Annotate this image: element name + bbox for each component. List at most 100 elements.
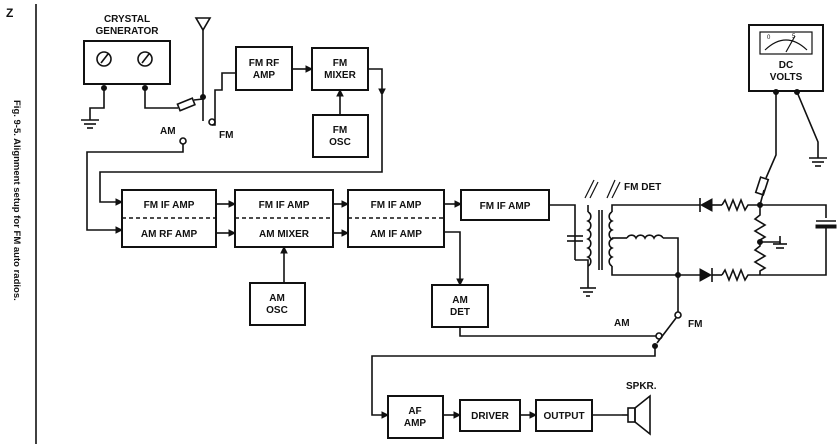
arrow-icon <box>341 229 350 237</box>
meter-resistor-icon <box>754 176 770 196</box>
fm-osc-label-1: FM <box>333 125 347 136</box>
am-osc-label-1: AM <box>269 293 285 304</box>
fm-if-amp-2-label: FM IF AMP <box>259 200 310 211</box>
speaker-icon <box>627 394 651 436</box>
arrow-icon <box>454 200 463 208</box>
detector-bottom-output <box>760 228 827 276</box>
fm-mixer-label-2: MIXER <box>324 70 356 81</box>
arrow-icon <box>381 411 390 419</box>
crystal-generator-label-2: GENERATOR <box>96 26 160 37</box>
capacitor-icon <box>567 235 583 242</box>
detector-upper-line <box>611 204 700 212</box>
am-osc-label-2: OSC <box>266 305 288 316</box>
ground-icon <box>580 287 596 297</box>
ground-icon <box>81 119 99 129</box>
fm-osc-label-2: OSC <box>329 137 351 148</box>
am-det-output-line <box>459 327 656 337</box>
ground-icon <box>773 243 787 249</box>
load-resistor-top-icon <box>753 205 767 242</box>
choke-to-lower <box>663 237 679 275</box>
crystal-generator-box <box>83 40 171 85</box>
fm-osc-box <box>312 114 369 158</box>
output-label: OUTPUT <box>543 411 584 422</box>
meter-scale-5: 5 <box>792 34 796 40</box>
dc-volts-meter-box <box>748 24 824 92</box>
arrow-icon <box>378 88 386 97</box>
meter-scale-0: 0 <box>767 35 771 41</box>
meter-lead-left <box>765 92 777 179</box>
arrow-icon <box>529 411 538 419</box>
am-switch-label-top: AM <box>160 126 176 137</box>
driver-label: DRIVER <box>471 411 510 422</box>
detector-top-output <box>760 204 827 218</box>
am-rf-amp-label: AM RF AMP <box>141 229 198 240</box>
fm-if-amp-1-label: FM IF AMP <box>144 200 195 211</box>
generator-knob-left-icon <box>96 51 112 67</box>
fm-mixer-label-1: FM <box>333 58 347 69</box>
fm-audio-contact <box>674 311 682 319</box>
af-amp-box <box>387 395 444 439</box>
am-switch-label-bottom: AM <box>614 318 630 329</box>
arrow-icon <box>453 411 462 419</box>
arrow-icon <box>336 88 344 97</box>
transformer-ground-lead <box>575 259 589 282</box>
arrow-icon <box>341 200 350 208</box>
if-to-transformer <box>549 204 576 260</box>
arrow-icon <box>280 245 288 254</box>
am-det-label-1: AM <box>452 295 468 306</box>
arrow-icon <box>228 200 237 208</box>
diode-lower-icon <box>699 268 713 282</box>
meter-terminal-left <box>773 89 779 95</box>
dc-volts-label-2: VOLTS <box>770 72 803 83</box>
meter-dial-icon: 0 5 <box>759 31 813 55</box>
antenna-to-fm-rf <box>212 72 236 126</box>
am-osc-box <box>249 282 306 326</box>
fm-switch-label-bottom: FM <box>688 319 702 330</box>
resistor-upper-icon <box>721 197 760 213</box>
arrow-icon <box>115 226 124 234</box>
arrow-icon <box>115 198 124 206</box>
fm-rf-amp-label-1: FM RF <box>249 58 280 69</box>
resistor-lower-icon <box>721 267 760 283</box>
am-det-label-2: DET <box>450 307 470 318</box>
antenna-icon <box>194 17 212 95</box>
af-amp-label-2: AMP <box>404 418 427 429</box>
diode-upper-icon <box>699 198 713 212</box>
arrow-icon <box>228 229 237 237</box>
am-mixer-label: AM MIXER <box>259 229 310 240</box>
transformer-coil-secondary-icon <box>608 211 614 267</box>
generator-knob-right-icon <box>137 51 153 67</box>
fm-rf-amp-label-2: AMP <box>253 70 276 81</box>
rf-choke-icon <box>626 234 664 240</box>
generator-output-lead <box>144 88 178 109</box>
detector-lower-line <box>611 266 700 276</box>
resistor-icon <box>176 97 196 112</box>
arrow-icon <box>456 278 464 287</box>
am-contact <box>179 137 187 145</box>
fm-mixer-output <box>368 68 383 89</box>
tuning-slug-icon <box>584 179 621 199</box>
fm-switch-label-top: FM <box>219 130 233 141</box>
am-if-to-det <box>444 231 461 279</box>
figure-caption: Fig. 9-5. Alignment setup for FM auto ra… <box>11 100 22 301</box>
electrolytic-capacitor-icon <box>815 220 837 229</box>
fm-contact <box>208 118 216 126</box>
speaker-label: SPKR. <box>626 381 657 392</box>
load-resistor-bottom-icon <box>753 242 767 275</box>
audio-switch-arm <box>656 317 677 344</box>
transformer-coil-primary-icon <box>586 205 592 267</box>
page-mark: Z <box>6 6 13 20</box>
crystal-generator-label-1: CRYSTAL <box>104 14 150 25</box>
generator-ground-lead <box>89 88 105 120</box>
switch-to-af-amp <box>371 346 656 416</box>
fm-if-amp-3-label: FM IF AMP <box>371 200 422 211</box>
fm-if-amp-4-label: FM IF AMP <box>480 201 531 212</box>
am-antenna-to-rf-line <box>86 144 184 231</box>
dc-volts-label-1: DC <box>779 60 793 71</box>
meter-ground-lead <box>796 91 819 158</box>
fm-det-label: FM DET <box>624 182 661 193</box>
am-det-box <box>431 284 489 328</box>
ground-icon <box>809 157 827 167</box>
